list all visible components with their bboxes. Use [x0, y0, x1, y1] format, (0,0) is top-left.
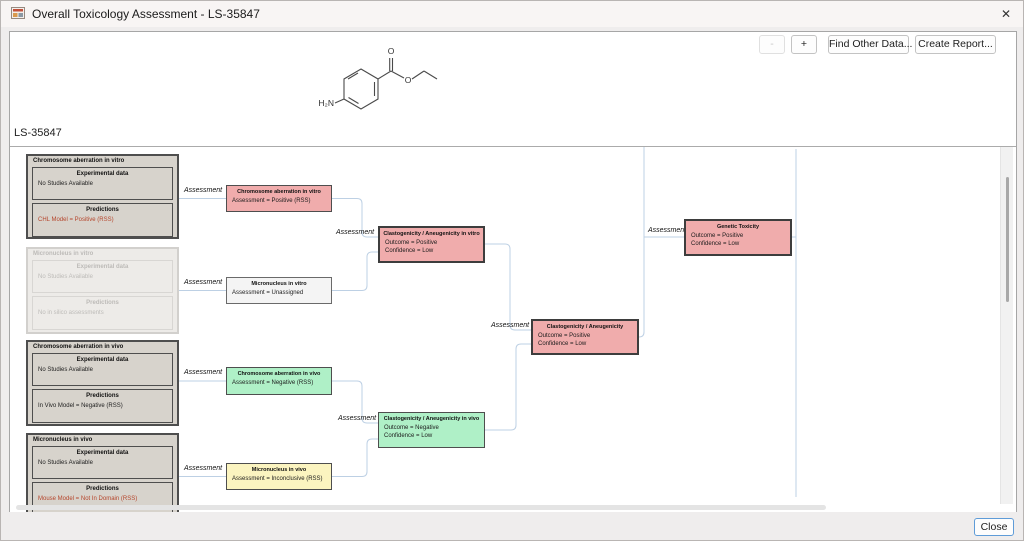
zoom-in-button[interactable]: + — [791, 35, 817, 54]
node-micronucleus-in-vivo[interactable]: Micronucleus in vivo Assessment = Inconc… — [226, 463, 332, 490]
node-chromosome-aberration-in-vivo[interactable]: Chromosome aberration in vivo Assessment… — [226, 367, 332, 395]
predictions-box: Predictions CHL Model = Positive (RSS) — [32, 203, 173, 237]
predictions-box: Predictions No in silico assessments — [32, 296, 173, 330]
node-line: Confidence = Low — [385, 248, 434, 254]
edge-label-assessment: Assessment — [338, 415, 377, 422]
window-title: Overall Toxicology Assessment - LS-35847 — [32, 7, 260, 21]
section-body: CHL Model = Positive (RSS) — [38, 217, 114, 223]
assessment-tree: Assessment Assessment Assessment Assessm… — [10, 146, 1016, 512]
node-line: Outcome = Negative — [384, 424, 439, 431]
horizontal-scrollbar-thumb[interactable] — [16, 505, 826, 510]
close-button[interactable]: Close — [974, 518, 1014, 536]
node-clastogenicity-aneugenicity[interactable]: Clastogenicity / Aneugenicity Outcome = … — [531, 319, 639, 355]
node-genetic-toxicity[interactable]: Genetic Toxicity Outcome = Positive Conf… — [684, 219, 792, 256]
edge-label-assessment: Assessment — [491, 322, 530, 329]
node-line: Confidence = Low — [538, 341, 587, 347]
experimental-data-box: Experimental data No Studies Available — [32, 260, 173, 293]
node-title: Clastogenicity / Aneugenicity — [546, 324, 624, 330]
edge-label-assessment: Assessment — [336, 229, 375, 236]
section-title: Experimental data — [76, 450, 129, 456]
zoom-out-button[interactable]: - — [759, 35, 785, 54]
tree-connector-lines — [179, 147, 797, 497]
node-micronucleus-in-vitro[interactable]: Micronucleus in vitro Assessment = Unass… — [226, 277, 332, 304]
section-body: No Studies Available — [38, 367, 93, 373]
group-title: Chromosome aberration in vivo — [33, 344, 124, 350]
node-title: Micronucleus in vitro — [251, 281, 307, 287]
node-chromosome-aberration-in-vitro[interactable]: Chromosome aberration in vitro Assessmen… — [226, 185, 332, 212]
vertical-scrollbar-thumb[interactable] — [1006, 177, 1009, 302]
section-body: In Vivo Model = Negative (RSS) — [38, 403, 123, 409]
experimental-data-box: Experimental data No Studies Available — [32, 167, 173, 200]
node-line: Outcome = Positive — [691, 232, 744, 239]
section-title: Experimental data — [76, 357, 129, 363]
ester-oxygen-label: O — [405, 75, 412, 85]
group-chromosome-aberration-in-vivo[interactable]: Chromosome aberration in vivo Experiment… — [26, 340, 179, 426]
section-body: No in silico assessments — [38, 310, 104, 316]
create-report-button[interactable]: Create Report... — [915, 35, 996, 54]
node-line: Assessment = Inconclusive (RSS) — [232, 475, 323, 482]
section-body: No Studies Available — [38, 181, 93, 187]
compound-id-label: LS-35847 — [14, 127, 62, 139]
section-title: Predictions — [86, 393, 119, 399]
edge-label-assessment: Assessment — [184, 187, 223, 194]
node-title: Genetic Toxicity — [716, 224, 760, 230]
section-title: Experimental data — [76, 171, 129, 177]
section-title: Predictions — [86, 300, 119, 306]
section-title: Predictions — [86, 207, 119, 213]
window-close-button[interactable]: ✕ — [1000, 7, 1012, 21]
carbonyl-oxygen-label: O — [388, 46, 395, 56]
section-title: Predictions — [86, 486, 119, 492]
node-clastogenicity-aneugenicity-in-vitro[interactable]: Clastogenicity / Aneugenicity in vitro O… — [378, 226, 485, 263]
group-micronucleus-in-vivo[interactable]: Micronucleus in vivo Experimental data N… — [26, 433, 179, 512]
edge-label-assessment: Assessment — [648, 227, 687, 234]
group-title: Micronucleus in vivo — [33, 437, 93, 443]
group-chromosome-aberration-in-vitro[interactable]: Chromosome aberration in vitro Experimen… — [26, 154, 179, 239]
node-title: Clastogenicity / Aneugenicity in vivo — [383, 416, 480, 422]
title-bar: Overall Toxicology Assessment - LS-35847… — [1, 1, 1023, 27]
section-body: Mouse Model = Not In Domain (RSS) — [38, 496, 138, 502]
amine-label: H₂N — [318, 98, 334, 108]
section-body: No Studies Available — [38, 274, 93, 280]
node-clastogenicity-aneugenicity-in-vivo[interactable]: Clastogenicity / Aneugenicity in vivo Ou… — [378, 412, 485, 448]
section-body: No Studies Available — [38, 460, 93, 466]
app-icon — [11, 6, 25, 20]
edge-label-assessment: Assessment — [184, 465, 223, 472]
node-line: Confidence = Low — [384, 433, 433, 439]
group-title: Micronucleus in vitro — [33, 251, 94, 257]
section-title: Experimental data — [76, 264, 129, 270]
find-other-data-button[interactable]: Find Other Data... — [828, 35, 912, 54]
node-line: Outcome = Positive — [385, 239, 438, 246]
node-title: Micronucleus in vivo — [251, 467, 307, 473]
predictions-box: Predictions In Vivo Model = Negative (RS… — [32, 389, 173, 423]
node-title: Clastogenicity / Aneugenicity in vitro — [383, 231, 480, 237]
node-line: Confidence = Low — [691, 241, 740, 247]
vertical-scrollbar-track[interactable] — [1000, 147, 1013, 504]
experimental-data-box: Experimental data No Studies Available — [32, 353, 173, 386]
experimental-data-box: Experimental data No Studies Available — [32, 446, 173, 479]
group-micronucleus-in-vitro[interactable]: Micronucleus in vitro Experimental data … — [26, 247, 179, 334]
node-line: Outcome = Positive — [538, 332, 591, 339]
group-title: Chromosome aberration in vitro — [33, 158, 125, 164]
chemical-structure: H₂N O O — [301, 37, 451, 117]
node-line: Assessment = Negative (RSS) — [232, 379, 314, 386]
edge-label-assessment: Assessment — [184, 279, 223, 286]
edge-label-assessment: Assessment — [184, 369, 223, 376]
node-title: Chromosome aberration in vitro — [237, 189, 321, 195]
node-line: Assessment = Positive (RSS) — [232, 197, 311, 204]
node-title: Chromosome aberration in vivo — [237, 371, 321, 377]
node-line: Assessment = Unassigned — [232, 289, 304, 296]
